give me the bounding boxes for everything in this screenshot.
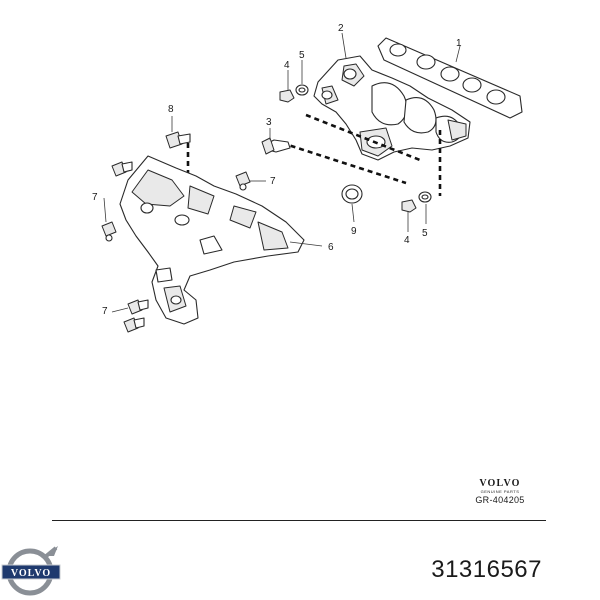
heat-shield: [119, 155, 305, 325]
callout-6: 6: [328, 242, 334, 253]
callout-labels: 1 2 5 4 3 8 7 7 6 9 4 5 7: [92, 23, 462, 317]
callout-1: 1: [456, 38, 462, 49]
callout-4-top: 4: [284, 60, 290, 71]
part-number: 31316567: [431, 556, 542, 583]
nut-4-top: [279, 89, 295, 103]
callout-7-lower: 7: [102, 306, 108, 317]
bolt-7-lower-a: [127, 299, 149, 315]
callout-7-left: 7: [92, 192, 98, 203]
manifold-gasket: [377, 37, 523, 119]
volvo-logo-icon: VOLVO: [1, 546, 61, 596]
callout-9: 9: [351, 226, 357, 237]
bolt-7-left-top: [111, 161, 133, 177]
bolt-7-right: [235, 171, 251, 191]
callout-8: 8: [168, 104, 174, 115]
brand-block: VOLVO GENUINE PARTS GR-404205: [464, 478, 536, 506]
seal-ring-9: [341, 184, 363, 204]
bolt-3: [261, 137, 291, 155]
footer-divider: [52, 520, 546, 521]
diagram-reference-code: GR-404205: [475, 495, 525, 505]
logo-text: VOLVO: [11, 568, 51, 579]
callout-2: 2: [338, 23, 344, 34]
bolt-7-left-mid: [101, 221, 117, 242]
brand-subtitle: GENUINE PARTS: [480, 489, 520, 494]
nut-4-bottom: [401, 199, 417, 213]
washer-5-bottom: [418, 191, 432, 203]
alignment-lines: [186, 113, 442, 196]
callout-5-top: 5: [299, 50, 305, 61]
leader-lines: [103, 32, 461, 313]
callout-4-bottom: 4: [404, 235, 410, 246]
bolt-7-lower-b: [123, 317, 145, 333]
callout-5-bottom: 5: [422, 228, 428, 239]
exhaust-manifold: [313, 55, 471, 161]
brand-wordmark: VOLVO: [479, 478, 521, 489]
callout-7-right: 7: [270, 176, 276, 187]
bolt-8: [165, 131, 191, 149]
callout-3: 3: [266, 117, 272, 128]
washer-5-top: [295, 84, 309, 96]
